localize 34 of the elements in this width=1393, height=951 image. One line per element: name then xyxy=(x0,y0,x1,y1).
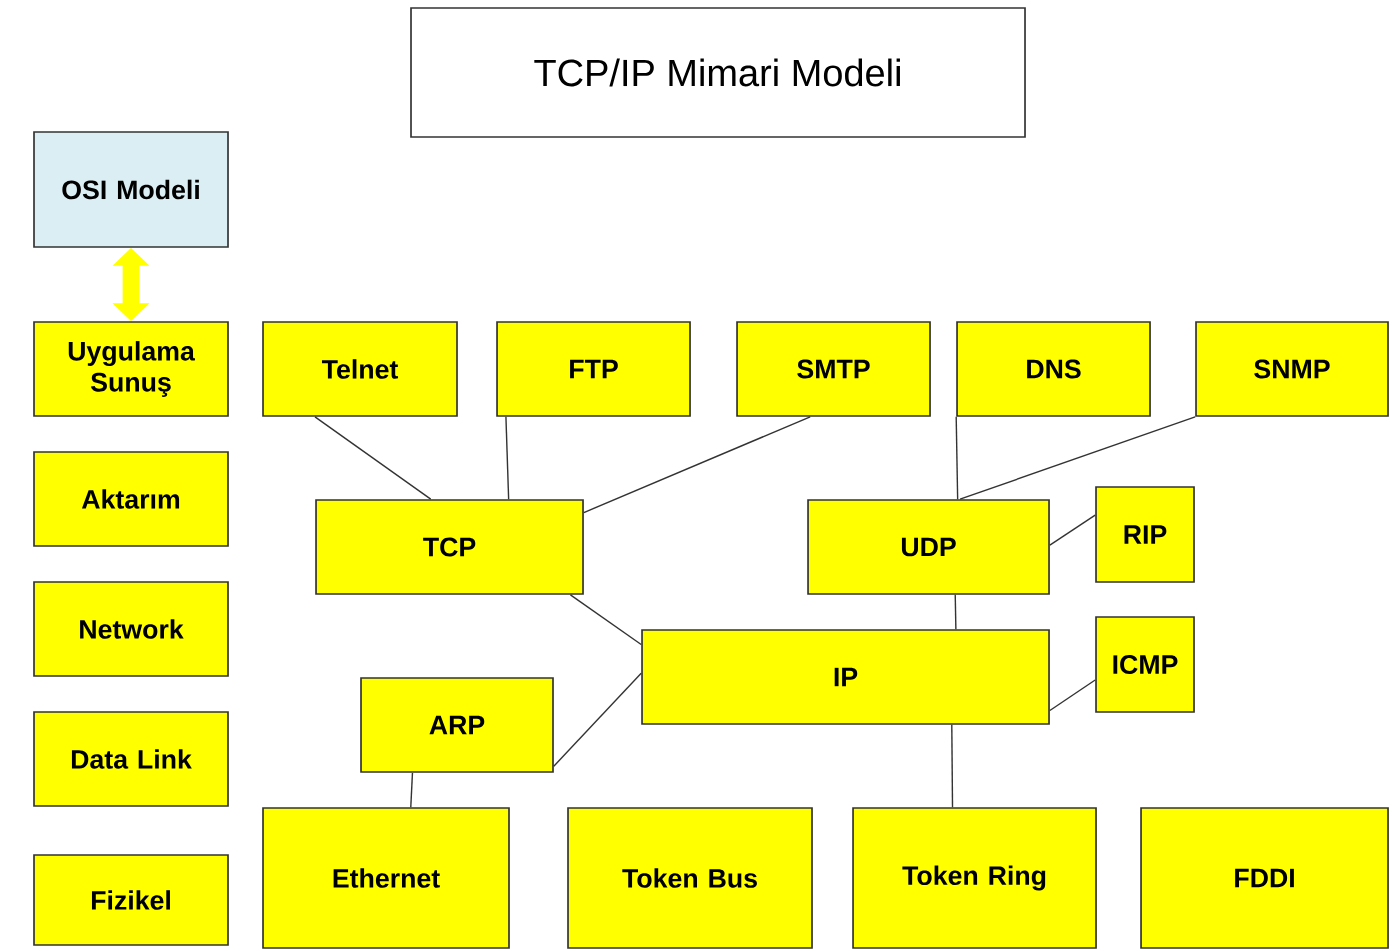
title-box: TCP/IP Mimari Modeli xyxy=(410,7,1026,138)
connector-line xyxy=(951,724,954,808)
connector-line xyxy=(955,416,959,500)
layer-box: RIP xyxy=(1095,486,1195,583)
connector-line xyxy=(314,416,432,500)
layer-box: SNMP xyxy=(1195,321,1389,417)
layer-box: FTP xyxy=(496,321,691,417)
layer-box: SMTP xyxy=(736,321,931,417)
connector-line xyxy=(569,594,642,646)
layer-box: ICMP xyxy=(1095,616,1195,713)
layer-box: DNS xyxy=(956,321,1151,417)
connector-line xyxy=(410,772,414,808)
connector-line xyxy=(505,416,510,500)
connector-line xyxy=(954,594,957,630)
layer-box: Fizikel xyxy=(33,854,229,946)
layer-box: UDP xyxy=(807,499,1050,595)
layer-box: IP xyxy=(641,629,1050,725)
connector-line xyxy=(553,672,642,767)
layer-box: Ethernet xyxy=(262,807,510,949)
layer-box: Aktarım xyxy=(33,451,229,547)
layer-box: Token Ring xyxy=(852,807,1097,949)
layer-box: FDDI xyxy=(1140,807,1389,949)
layer-box: Telnet xyxy=(262,321,458,417)
layer-box: Token Bus xyxy=(567,807,813,949)
connector-line xyxy=(1049,514,1096,546)
layer-box: ARP xyxy=(360,677,554,773)
connector-line xyxy=(583,416,811,514)
layer-box: TCP xyxy=(315,499,584,595)
layer-box: Network xyxy=(33,581,229,677)
connector-line xyxy=(959,416,1196,500)
connector-line xyxy=(1049,679,1096,712)
layer-box: Uygulama Sunuş xyxy=(33,321,229,417)
layer-box: Data Link xyxy=(33,711,229,807)
layer-box: OSI Modeli xyxy=(33,131,229,248)
